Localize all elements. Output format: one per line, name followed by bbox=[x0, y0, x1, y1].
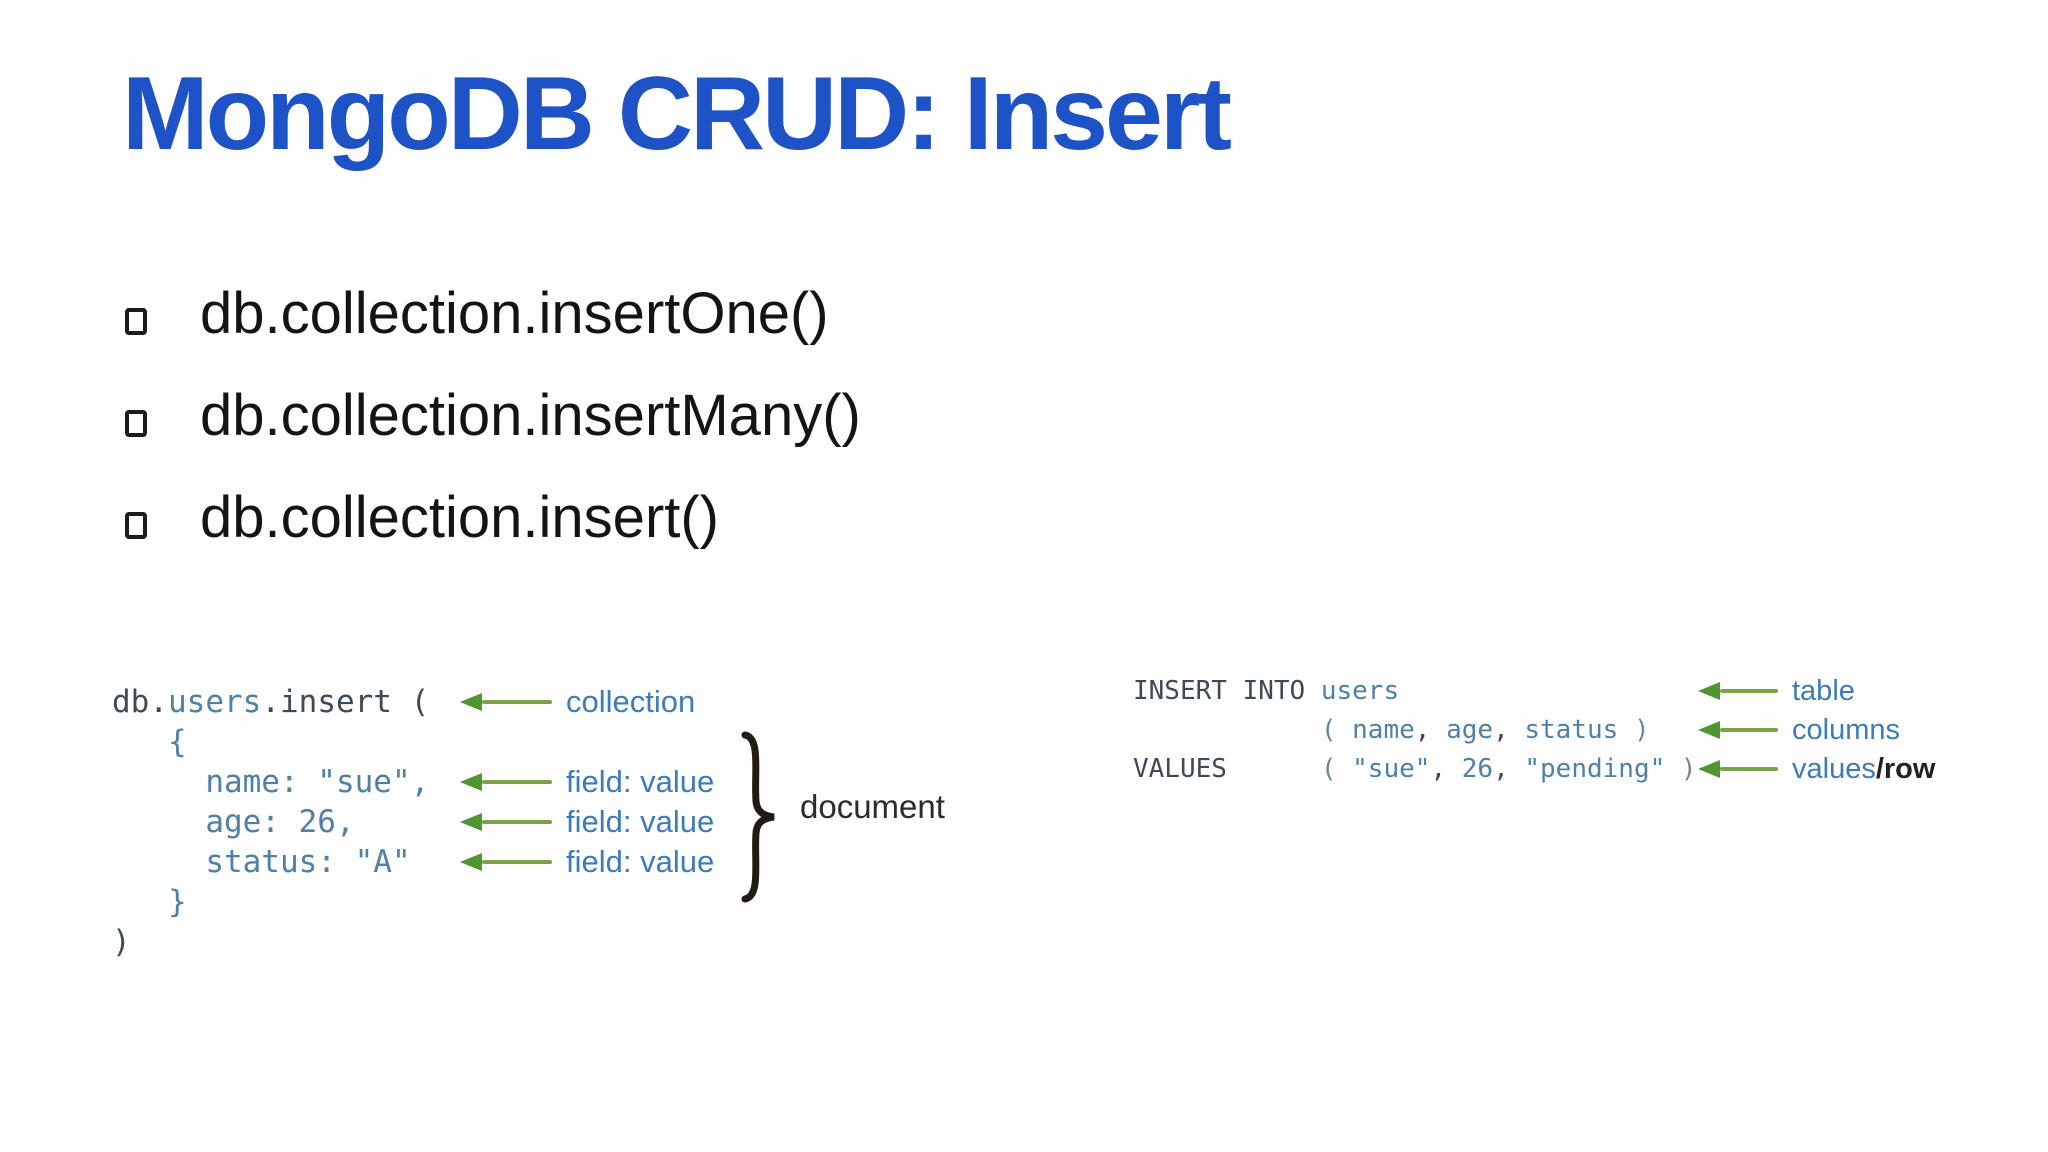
list-item-label: db.collection.insertMany() bbox=[200, 382, 861, 448]
code-line-field: age: 26, bbox=[112, 804, 355, 840]
code-line: db.users.insert ( bbox=[112, 682, 429, 722]
code-line: } bbox=[112, 884, 187, 920]
annotation-table: table bbox=[1792, 674, 1855, 707]
square-bullet-icon bbox=[125, 307, 147, 335]
annotation-values-part: values bbox=[1792, 752, 1876, 785]
page-title: MongoDB CRUD: Insert bbox=[122, 56, 1232, 172]
code-token: status bbox=[1524, 715, 1619, 745]
code-token: 26 bbox=[1461, 754, 1494, 784]
left-arrow-icon bbox=[460, 692, 552, 712]
square-bullet-icon bbox=[125, 409, 147, 437]
annotation-field-value: field: value bbox=[566, 844, 715, 879]
code-token: age bbox=[1446, 715, 1494, 745]
list-item-label: db.collection.insertOne() bbox=[200, 280, 829, 346]
code-token: "pending" bbox=[1524, 754, 1666, 784]
code-line-field: name: "sue", bbox=[112, 764, 430, 800]
annotation-row-part: /row bbox=[1875, 752, 1936, 785]
code-token: "sue" bbox=[1352, 754, 1431, 784]
left-arrow-icon bbox=[460, 812, 552, 832]
code-line: ( name, age, status ) bbox=[1133, 711, 1697, 750]
code-token: ( bbox=[1133, 715, 1353, 745]
code-token: name bbox=[1352, 715, 1415, 745]
code-line: { bbox=[112, 724, 187, 760]
annotation-columns: columns bbox=[1792, 713, 1900, 746]
code-token: , bbox=[1414, 715, 1447, 745]
left-arrow-icon bbox=[1698, 681, 1778, 701]
annotation-field-value: field: value bbox=[566, 804, 715, 839]
code-token: db. bbox=[112, 684, 168, 720]
code-token: ( bbox=[1226, 754, 1353, 784]
annotation-document: document bbox=[800, 788, 945, 825]
code-line: VALUES ( "sue", 26, "pending" ) bbox=[1133, 750, 1697, 789]
code-token: .insert ( bbox=[261, 684, 430, 720]
annotation-field-value: field: value bbox=[566, 764, 715, 799]
code-line: INSERT INTO users bbox=[1133, 672, 1697, 711]
code-token-table: users bbox=[1320, 676, 1400, 706]
list-item-label: db.collection.insert() bbox=[200, 484, 719, 550]
code-token-keyword: INSERT INTO bbox=[1133, 676, 1321, 706]
square-bullet-icon bbox=[125, 511, 147, 539]
list-item: db.collection.insertOne() bbox=[125, 278, 829, 348]
right-curly-brace-icon bbox=[741, 731, 775, 903]
list-item: db.collection.insertMany() bbox=[125, 380, 861, 450]
code-token-keyword: VALUES bbox=[1133, 754, 1227, 784]
mongo-code-block: db.users.insert ( { name: "sue", age: 26… bbox=[112, 682, 429, 962]
left-arrow-icon bbox=[1698, 720, 1778, 740]
left-arrow-icon bbox=[460, 852, 552, 872]
annotation-collection: collection bbox=[566, 684, 696, 719]
annotation-values-row: values/row bbox=[1792, 749, 1935, 789]
code-token-collection: users bbox=[168, 684, 262, 720]
left-arrow-icon bbox=[1698, 759, 1778, 779]
code-token: ) bbox=[1665, 754, 1697, 784]
list-item: db.collection.insert() bbox=[125, 482, 719, 552]
code-token: , bbox=[1493, 754, 1525, 784]
code-token: , bbox=[1493, 715, 1525, 745]
code-token: , bbox=[1430, 754, 1462, 784]
code-line: ) bbox=[112, 924, 131, 960]
code-token: ) bbox=[1618, 715, 1650, 745]
sql-code-block: INSERT INTO users ( name, age, status ) … bbox=[1133, 672, 1697, 789]
left-arrow-icon bbox=[460, 772, 552, 792]
code-line-field: status: "A" bbox=[112, 844, 411, 880]
